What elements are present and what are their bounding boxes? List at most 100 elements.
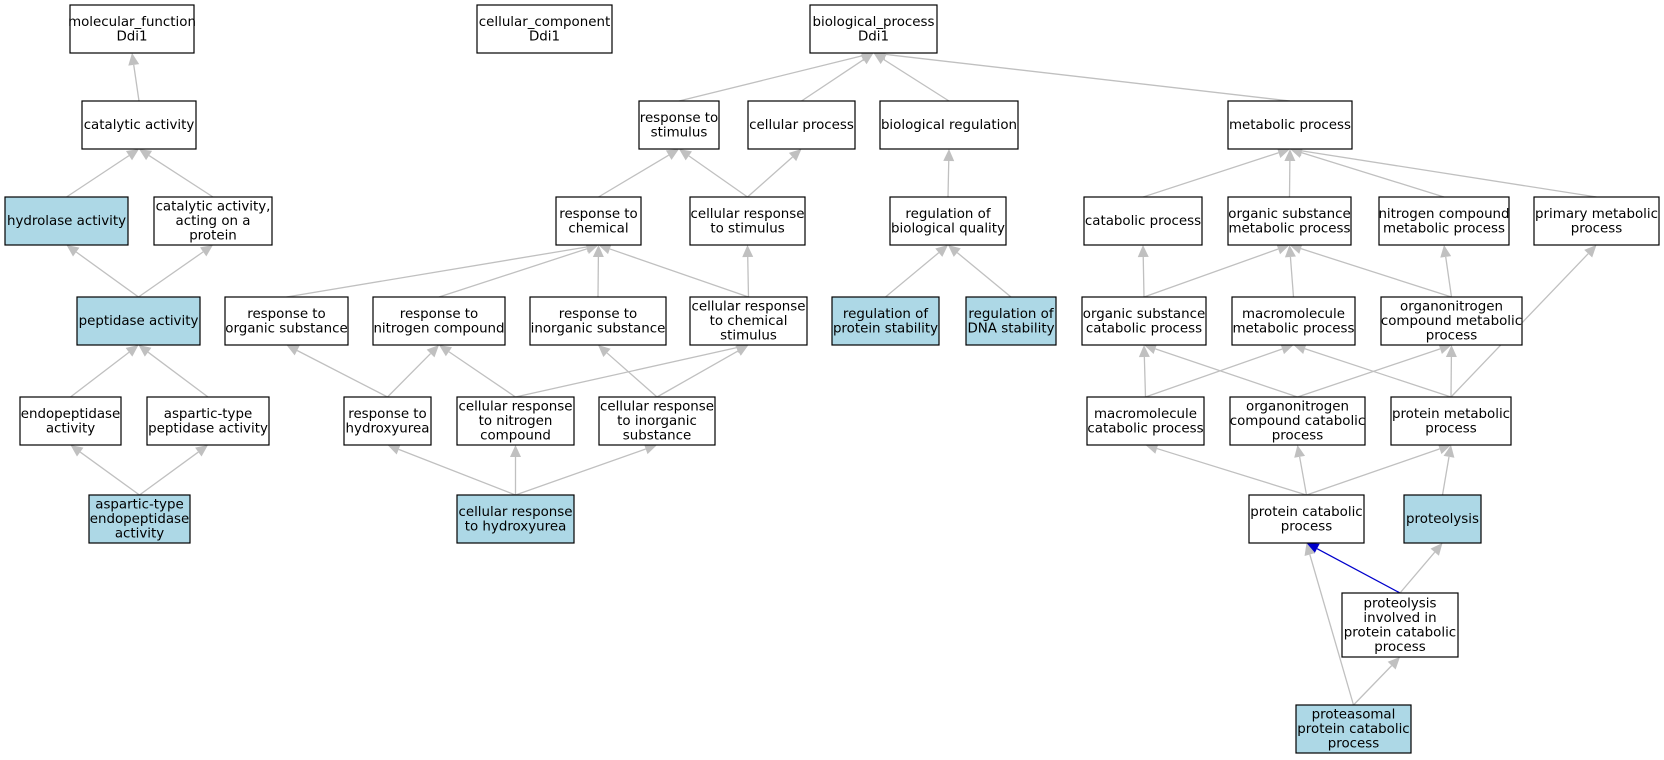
node-box <box>1378 196 1510 246</box>
node-label-line: activity <box>115 527 164 542</box>
edge-nitro_metab-to-metab <box>1301 151 1445 198</box>
arrowhead-aspartic_pep-to-peptidase <box>138 345 152 357</box>
edge-proteasomal-to-prot_catab <box>1309 554 1355 706</box>
arrowhead-reg_dna_stab-to-reg_bio_qual <box>948 245 961 257</box>
edge-cell_resp_hu-to-cell_resp_inorg <box>515 448 646 496</box>
node-label-line: response to <box>640 111 719 126</box>
node-label-line: organic substance <box>225 321 347 336</box>
arrowhead-cell_resp_chem-to-cell_resp_stim <box>742 245 754 258</box>
node-label-line: compound catabolic <box>1230 414 1366 429</box>
edge-reg_bio_qual-to-bio_reg <box>947 160 950 198</box>
arrowhead-org_sub_metab-to-metab <box>1284 149 1296 162</box>
edge-resp_org_sub-to-resp_chem <box>286 246 587 298</box>
arrowhead-prot_metab-to-orgnitro_metab <box>1445 345 1457 358</box>
node-peptidase[interactable]: peptidase activity <box>76 296 201 346</box>
edge-macro_catab-to-org_sub_catab <box>1143 356 1147 398</box>
edge-hydrolase-to-catalytic <box>66 155 130 198</box>
node-label-line: biological_process <box>813 15 935 30</box>
node-proteolysis[interactable]: proteolysis <box>1403 494 1482 544</box>
node-metab[interactable]: metabolic process <box>1227 100 1353 150</box>
arrowhead-aspartic_endo-to-endopep <box>70 445 84 457</box>
arrowhead-orgnitro_catab-to-org_sub_catab <box>1144 343 1158 355</box>
node-label-line: biological quality <box>891 221 1005 236</box>
node-catab[interactable]: catabolic process <box>1083 196 1203 246</box>
node-label-line: organic substance <box>1083 307 1205 322</box>
arrowhead-catab-to-metab <box>1276 147 1290 158</box>
arrowhead-proteolysis_pc-to-prot_catab <box>1306 543 1320 554</box>
node-cell-proc[interactable]: cellular process <box>747 100 856 150</box>
node-box <box>146 396 270 446</box>
edge-orgnitro_metab-to-nitro_metab <box>1445 256 1453 298</box>
arrowhead-prot_catab-to-orgnitro_catab <box>1294 445 1306 458</box>
node-label-line: response to <box>559 307 638 322</box>
edge-aspartic_pep-to-peptidase <box>147 351 209 398</box>
node-box <box>555 196 642 246</box>
arrowhead-resp_inorg-to-resp_chem <box>592 245 604 258</box>
edge-cell_resp_stim-to-cell_proc <box>747 156 793 198</box>
node-label-line: process <box>1272 429 1323 444</box>
edge-reg_prot_stab-to-reg_bio_qual <box>885 252 940 298</box>
node-bio-reg[interactable]: biological regulation <box>879 100 1019 150</box>
edge-cell_resp_hu-to-resp_hu <box>398 448 516 496</box>
node-label-line: protein <box>189 229 237 244</box>
node-label-line: inorganic substance <box>531 321 666 336</box>
node-box <box>1229 396 1366 446</box>
node-hydrolase[interactable]: hydrolase activity <box>4 196 129 246</box>
node-catalytic[interactable]: catalytic activity <box>81 100 197 150</box>
node-box <box>1295 704 1412 754</box>
arrowhead-cell_resp_inorg-to-resp_inorg <box>598 345 611 358</box>
node-box <box>1248 494 1365 544</box>
node-box <box>598 396 716 446</box>
edge-proteolysis_pc-to-proteolysis <box>1399 551 1436 594</box>
node-label-line: catabolic process <box>1087 421 1203 436</box>
arrowhead-orgnitro_metab-to-org_sub_metab <box>1289 243 1303 254</box>
node-box <box>689 196 806 246</box>
node-box <box>1083 196 1203 246</box>
node-label-line: process <box>1425 421 1476 436</box>
node-box <box>224 296 349 346</box>
node-label-line: regulation of <box>905 207 990 222</box>
node-label-line: involved in <box>1363 611 1436 626</box>
node-box <box>1341 592 1459 658</box>
node-label-line: cellular response <box>691 300 805 315</box>
node-label-line: organonitrogen <box>1246 400 1349 415</box>
arrowhead-cell_resp_stim-to-resp_stim <box>679 149 692 161</box>
edge-orgnitro_catab-to-org_sub_catab <box>1155 348 1298 398</box>
node-box <box>1380 296 1523 346</box>
node-label-line: biological regulation <box>881 118 1017 133</box>
edge-catab-to-metab <box>1142 152 1279 198</box>
